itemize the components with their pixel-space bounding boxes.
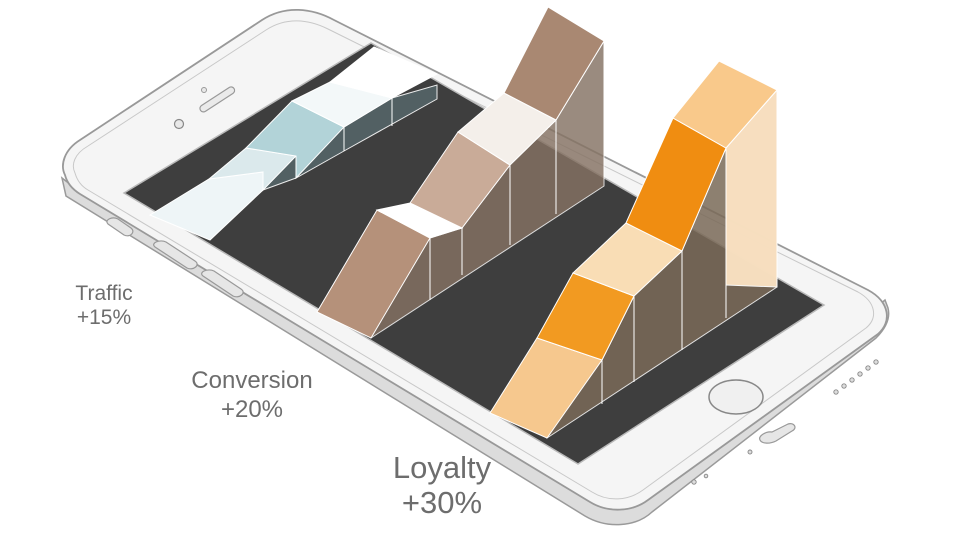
loyalty-value: +30% (401, 484, 483, 520)
loyalty-ribbon (489, 60, 778, 439)
traffic-metric-label: Traffic +15% (54, 282, 154, 330)
conversion-name: Conversion (191, 367, 313, 394)
camera-icon (173, 87, 207, 130)
lightning-port-icon (759, 423, 796, 444)
conversion-seg-5 (503, 6, 605, 121)
traffic-seg-3 (244, 100, 345, 180)
traffic-value: +15% (76, 306, 132, 330)
loyalty-seg-5 (672, 60, 778, 149)
conversion-ribbon (316, 6, 605, 339)
traffic-name: Traffic (75, 282, 133, 305)
traffic-seg-2 (207, 147, 298, 192)
traffic-seg-5 (328, 46, 439, 99)
mute-switch (106, 217, 134, 237)
phone-inner-rim (72, 20, 874, 500)
speaker-grille-icon (691, 359, 879, 485)
volume-up-button (153, 240, 198, 270)
home-button-icon[interactable] (708, 379, 764, 415)
traffic-ribbon (148, 46, 439, 241)
speaker-icon (199, 86, 236, 113)
loyalty-metric-label: Loyalty +30% (356, 450, 528, 520)
conversion-metric-label: Conversion +20% (166, 367, 338, 425)
conversion-value: +20% (220, 395, 284, 423)
loyalty-name: Loyalty (392, 450, 492, 485)
volume-down-button (201, 269, 244, 298)
